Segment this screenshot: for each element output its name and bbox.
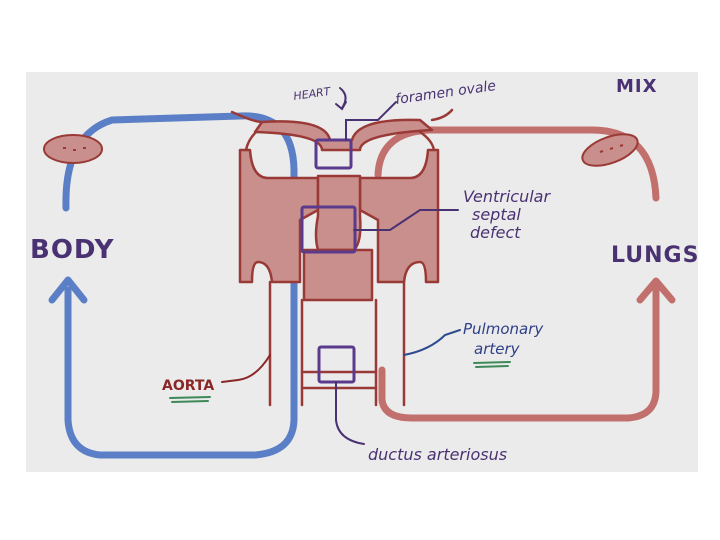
ductus-arteriosus-label: ductus arteriosus xyxy=(368,445,507,464)
mix-label: MIX xyxy=(616,76,658,97)
body-capillary-bed xyxy=(44,135,102,163)
vsd-label-line-1: Ventricular xyxy=(463,187,551,206)
vsd-label-line-2: septal xyxy=(472,205,521,224)
pulmonary-artery-label-line-1: Pulmonary xyxy=(463,320,544,338)
body-label: BODY xyxy=(30,235,115,265)
lower-outflow xyxy=(304,250,372,300)
vsd-label-line-3: defect xyxy=(470,223,521,242)
pulmonary-artery-label-line-2: artery xyxy=(474,340,521,358)
aorta-label: AORTA xyxy=(162,378,214,394)
lungs-label: LUNGS xyxy=(611,243,699,268)
